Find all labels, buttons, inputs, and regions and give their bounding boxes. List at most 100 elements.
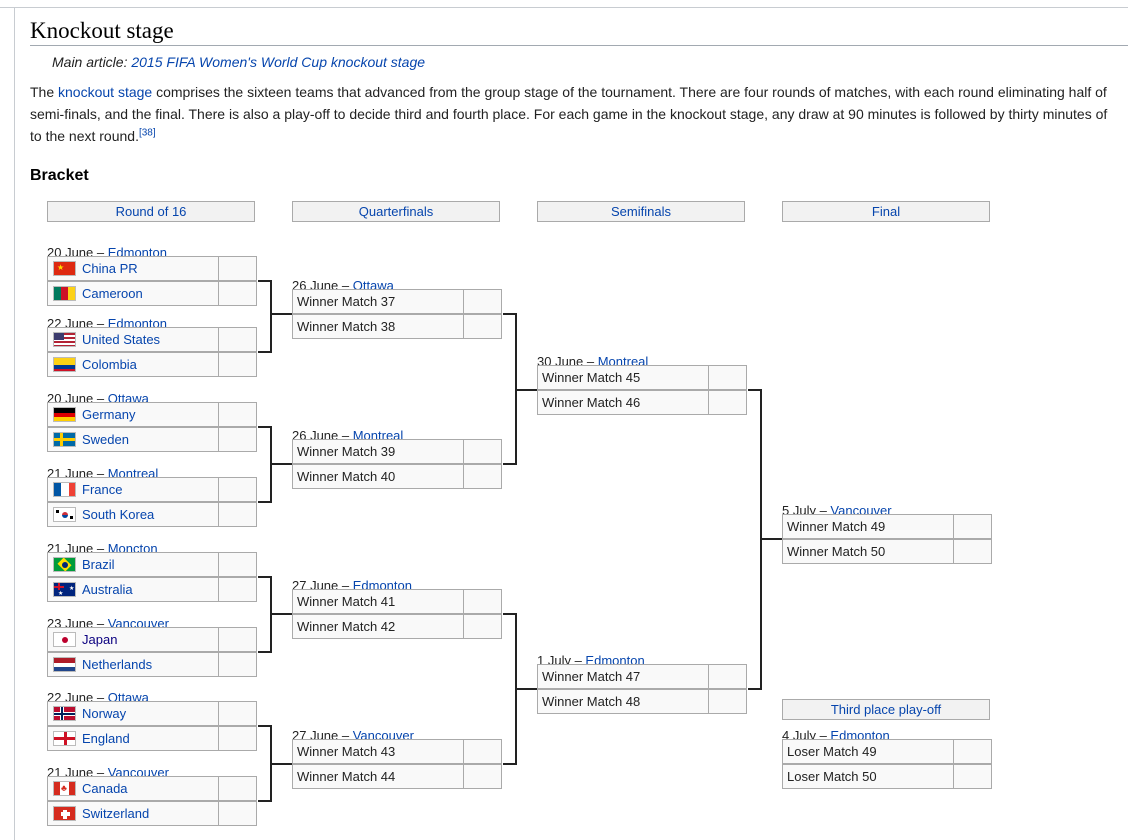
score-cell: [218, 282, 256, 305]
team-name-cell: Winner Match 44: [293, 765, 463, 788]
team-link[interactable]: Germany: [82, 407, 136, 422]
team-row: United States: [47, 327, 257, 352]
team-placeholder: Winner Match 46: [542, 395, 641, 410]
bracket-connector: [258, 800, 272, 802]
team-name-cell: Brazil: [48, 553, 218, 576]
team-row: Winner Match 45: [537, 365, 747, 390]
team-link[interactable]: Canada: [82, 781, 128, 796]
intro-paragraph: The knockout stage comprises the sixteen…: [30, 81, 1128, 147]
bracket-connector: [258, 501, 272, 503]
score-cell: [218, 478, 256, 501]
bracket-connector: [258, 351, 272, 353]
score-cell: [218, 628, 256, 651]
norway-flag-icon: [53, 706, 76, 721]
bracket-connector: [515, 688, 537, 690]
score-cell: [218, 802, 256, 825]
bracket-connector: [270, 313, 292, 315]
score-cell: [218, 578, 256, 601]
team-name-cell: Winner Match 38: [293, 315, 463, 338]
bracket-connector: [503, 313, 517, 315]
team-link[interactable]: Colombia: [82, 357, 137, 372]
team-link[interactable]: Norway: [82, 706, 127, 721]
reference-link[interactable]: [38]: [138, 127, 156, 139]
round-header-quarterfinals[interactable]: Quarterfinals: [292, 201, 500, 222]
team-link[interactable]: England: [82, 731, 130, 746]
content-left-border: [14, 8, 15, 840]
score-cell: [218, 257, 256, 280]
main-article-link[interactable]: 2015 FIFA Women's World Cup knockout sta…: [131, 54, 426, 70]
team-name-cell: Winner Match 49: [783, 515, 953, 538]
australia-flag-icon: ★★: [53, 582, 76, 597]
team-row: Brazil: [47, 552, 257, 577]
para-line-1: The knockout stage comprises the sixteen…: [30, 81, 1128, 103]
score-cell: [463, 315, 501, 338]
team-name-cell: Colombia: [48, 353, 218, 376]
score-cell: [218, 777, 256, 800]
third-place-header[interactable]: Third place play-off: [782, 699, 990, 720]
score-cell: [708, 665, 746, 688]
team-link[interactable]: South Korea: [82, 507, 155, 522]
para-text: semi-finals, and the final. There is als…: [30, 106, 1108, 122]
round-header-final[interactable]: Final: [782, 201, 990, 222]
bracket-connector: [258, 651, 272, 653]
team-link[interactable]: Japan: [82, 632, 118, 647]
team-link[interactable]: Australia: [82, 582, 133, 597]
team-name-cell: France: [48, 478, 218, 501]
team-link[interactable]: Cameroon: [82, 286, 143, 301]
team-name-cell: Winner Match 41: [293, 590, 463, 613]
switzerland-flag-icon: [53, 806, 76, 821]
team-link[interactable]: Brazil: [82, 557, 115, 572]
team-name-cell: England: [48, 727, 218, 750]
bracket-connector: [258, 576, 272, 578]
round-header-round-of-16[interactable]: Round of 16: [47, 201, 255, 222]
cameroon-flag-icon: [53, 286, 76, 301]
round-header-semifinals[interactable]: Semifinals: [537, 201, 745, 222]
team-name-cell: ★★ Australia: [48, 578, 218, 601]
team-name-cell: Winner Match 42: [293, 615, 463, 638]
team-name-cell: Germany: [48, 403, 218, 426]
para-line-2: semi-finals, and the final. There is als…: [30, 103, 1128, 125]
bracket-heading: Bracket: [30, 167, 89, 184]
score-cell: [463, 440, 501, 463]
team-placeholder: Winner Match 48: [542, 694, 641, 709]
team-link[interactable]: Netherlands: [82, 657, 153, 672]
para-text: The: [30, 84, 59, 100]
score-cell: [218, 353, 256, 376]
team-row: Cameroon: [47, 281, 257, 306]
team-link[interactable]: China PR: [82, 261, 138, 276]
netherlands-flag-icon: [53, 657, 76, 672]
hatnote-prefix: Main article:: [52, 54, 128, 70]
bracket-connector: [270, 463, 292, 465]
score-cell: [463, 615, 501, 638]
team-placeholder: Winner Match 47: [542, 669, 641, 684]
team-placeholder: Winner Match 42: [297, 619, 396, 634]
team-name-cell: Norway: [48, 702, 218, 725]
hatnote: Main article: 2015 FIFA Women's World Cu…: [52, 54, 425, 70]
bracket-connector: [515, 389, 537, 391]
team-row: Colombia: [47, 352, 257, 377]
top-border: [0, 7, 1128, 8]
team-name-cell: Netherlands: [48, 653, 218, 676]
score-cell: [218, 328, 256, 351]
team-row: Winner Match 47: [537, 664, 747, 689]
team-row: South Korea: [47, 502, 257, 527]
team-link[interactable]: Sweden: [82, 432, 129, 447]
team-name-cell: Sweden: [48, 428, 218, 451]
para-text: comprises the sixteen teams that advance…: [152, 84, 1107, 100]
bracket-connector: [258, 426, 272, 428]
team-row: Winner Match 46: [537, 390, 747, 415]
team-link[interactable]: Switzerland: [82, 806, 150, 821]
score-cell: [218, 727, 256, 750]
score-cell: [463, 465, 501, 488]
score-cell: [463, 590, 501, 613]
team-link[interactable]: United States: [82, 332, 161, 347]
team-row: Switzerland: [47, 801, 257, 826]
team-name-cell: Winner Match 48: [538, 690, 708, 713]
score-cell: [953, 740, 991, 763]
para-text: to the next round.: [30, 128, 139, 144]
knockout-stage-link[interactable]: knockout stage: [58, 84, 153, 100]
team-link[interactable]: France: [82, 482, 123, 497]
team-name-cell: ♣Canada: [48, 777, 218, 800]
bracket-connector: [270, 613, 292, 615]
bracket-connector: [258, 280, 272, 282]
